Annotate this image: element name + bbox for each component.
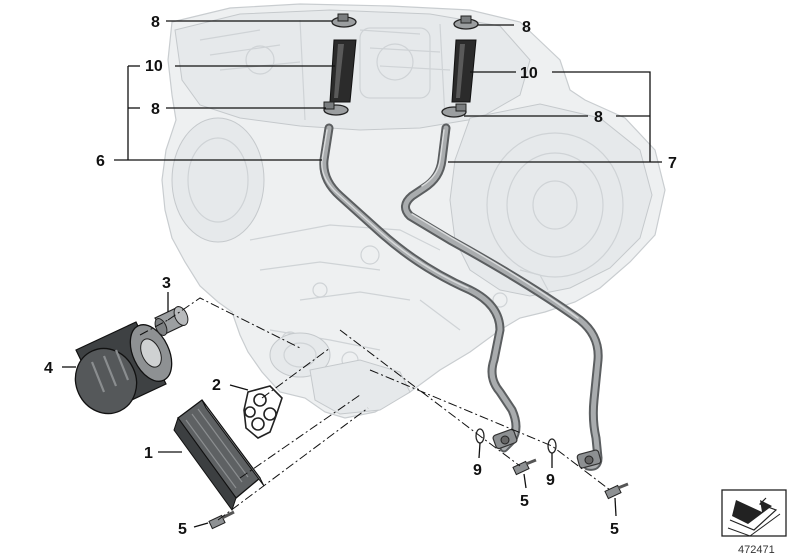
pipe-fitting-left xyxy=(492,428,518,450)
callout-5-mid: 5 xyxy=(520,493,529,510)
oil-pipe-left xyxy=(319,123,521,453)
callout-10-left: 10 xyxy=(145,58,163,75)
callout-9-right: 9 xyxy=(546,472,555,489)
clamp-top-left xyxy=(331,13,357,28)
callout-6: 6 xyxy=(96,153,105,170)
seal-ring-right xyxy=(547,438,557,454)
callout-5-right: 5 xyxy=(610,521,619,538)
assembly-lines xyxy=(139,297,611,521)
bolt-right xyxy=(604,482,629,500)
reference-number: 472471 xyxy=(738,544,775,556)
oil-cooler xyxy=(173,399,265,512)
hose-left xyxy=(329,39,357,103)
callout-8-mid-left: 8 xyxy=(151,101,160,118)
hose-right xyxy=(451,39,477,103)
callout-5-left: 5 xyxy=(178,521,187,538)
clamp-mid-right xyxy=(441,103,467,118)
oil-pipe-right xyxy=(401,123,603,471)
gasket xyxy=(243,385,283,439)
callout-1: 1 xyxy=(144,445,153,462)
callout-labels: 8 8 10 10 8 8 6 7 3 4 2 1 9 9 5 5 5 xyxy=(44,14,677,538)
callout-8-mid-right: 8 xyxy=(594,109,603,126)
clamp-mid-left xyxy=(323,101,349,116)
callout-7: 7 xyxy=(668,155,677,172)
bolt-left xyxy=(208,510,235,530)
callout-2: 2 xyxy=(212,377,221,394)
leader-lines xyxy=(62,20,662,528)
threaded-nipple xyxy=(154,306,189,336)
callout-9-left: 9 xyxy=(473,462,482,479)
bolt-mid xyxy=(512,458,537,476)
folder-arrow-icon xyxy=(721,489,787,537)
callout-10-right: 10 xyxy=(520,65,538,82)
pipe-fitting-right xyxy=(576,449,602,469)
callout-8-top-left: 8 xyxy=(151,14,160,31)
oil-filter xyxy=(74,321,173,415)
callout-3: 3 xyxy=(162,275,171,292)
callout-8-top-right: 8 xyxy=(522,19,531,36)
clamp-top-right xyxy=(453,15,479,30)
callout-4: 4 xyxy=(44,360,53,377)
